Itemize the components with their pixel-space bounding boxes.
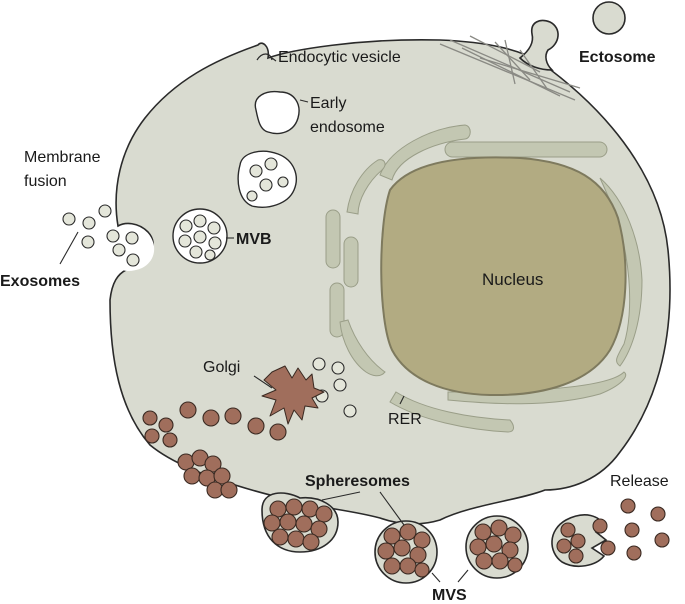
label-exosomes: Exosomes	[0, 273, 80, 290]
spheresome-cluster-left	[177, 449, 238, 499]
label-membrane-fusion-2: fusion	[24, 173, 67, 190]
cytoskeleton	[439, 35, 581, 101]
label-release: Release	[610, 473, 669, 490]
exosomes	[62, 204, 140, 267]
nucleus	[380, 156, 627, 397]
mvs-1-contents	[377, 523, 431, 578]
early-endosome	[254, 90, 300, 135]
label-early-endosome-2: endosome	[310, 119, 385, 136]
label-rer: RER	[388, 411, 422, 428]
cytoplasmic-spheresomes	[142, 401, 287, 448]
endocytic-vesicle-dimple	[256, 53, 273, 61]
label-membrane-fusion-1: Membrane	[24, 149, 101, 166]
label-ectosome: Ectosome	[579, 49, 656, 66]
ectosome-bud	[518, 19, 559, 71]
leader-lines	[59, 57, 469, 583]
label-mvb: MVB	[236, 231, 272, 248]
label-nucleus: Nucleus	[482, 270, 543, 289]
label-spheresomes: Spheresomes	[305, 473, 410, 490]
intraluminal-vesicles-partial	[246, 157, 289, 202]
label-endocytic-vesicle: Endocytic vesicle	[278, 49, 401, 66]
released-spheresomes	[556, 498, 670, 564]
golgi-vesicles	[312, 357, 357, 418]
label-golgi: Golgi	[203, 359, 240, 376]
label-early-endosome-1: Early	[310, 95, 346, 112]
ectosome-vesicle	[592, 1, 626, 35]
golgi-apparatus	[261, 365, 325, 425]
mvb-intraluminal-vesicles	[178, 214, 222, 261]
budding-spheresomes	[263, 498, 333, 551]
label-mvs: MVS	[432, 587, 467, 604]
mvs-2-contents	[469, 519, 523, 573]
